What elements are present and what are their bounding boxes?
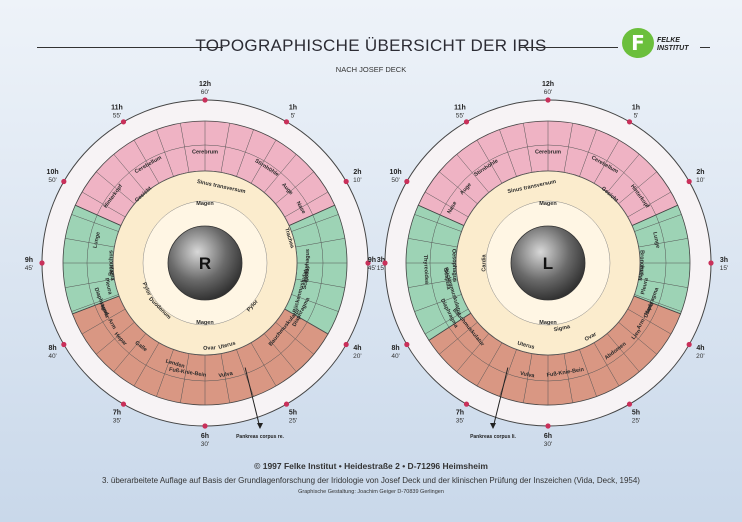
clock-hour-label: 11h bbox=[454, 105, 466, 112]
clock-minute-label: 60' bbox=[201, 89, 209, 96]
clock-minute-label: 25' bbox=[289, 417, 297, 424]
clock-hour-label: 3h bbox=[720, 257, 728, 264]
clock-marker bbox=[344, 342, 349, 347]
clock-marker bbox=[121, 119, 126, 124]
organ-label: Magen bbox=[196, 201, 214, 207]
clock-hour-label: 10h bbox=[47, 169, 59, 176]
clock-minute-label: 5' bbox=[291, 113, 296, 120]
iris-left: L12h60'1h5'2h10'3h15'4h20'5h25'6h30'7h35… bbox=[368, 81, 728, 448]
organ-label: Magen bbox=[539, 201, 557, 207]
clock-hour-label: 10h bbox=[390, 169, 402, 176]
organ-label: Cardia bbox=[482, 254, 488, 272]
clock-marker bbox=[61, 179, 66, 184]
clock-hour-label: 4h bbox=[353, 345, 361, 352]
clock-minute-label: 20' bbox=[696, 353, 704, 360]
clock-hour-label: 1h bbox=[289, 105, 297, 112]
organ-label: Cerebrum bbox=[192, 150, 218, 156]
clock-marker bbox=[344, 179, 349, 184]
footer-copyright: © 1997 Felke Institut • Heidestraße 2 • … bbox=[0, 461, 742, 471]
pupil-label: L bbox=[543, 254, 553, 273]
clock-marker bbox=[202, 97, 207, 102]
clock-marker bbox=[545, 423, 550, 428]
clock-marker bbox=[545, 97, 550, 102]
clock-hour-label: 7h bbox=[113, 409, 121, 416]
clock-minute-label: 45' bbox=[368, 265, 376, 272]
pancreas-annotation: Pankreas corpus li. bbox=[470, 434, 516, 440]
clock-minute-label: 25' bbox=[632, 417, 640, 424]
footer-edition: 3. überarbeitete Auflage auf Basis der G… bbox=[0, 476, 742, 485]
clock-minute-label: 35' bbox=[113, 417, 121, 424]
clock-marker bbox=[404, 342, 409, 347]
clock-marker bbox=[39, 260, 44, 265]
clock-hour-label: 9h bbox=[368, 257, 376, 264]
clock-hour-label: 12h bbox=[542, 81, 554, 88]
clock-marker bbox=[61, 342, 66, 347]
clock-hour-label: 5h bbox=[289, 409, 297, 416]
clock-minute-label: 5' bbox=[634, 113, 639, 120]
clock-hour-label: 12h bbox=[199, 81, 211, 88]
clock-marker bbox=[687, 179, 692, 184]
clock-hour-label: 9h bbox=[25, 257, 33, 264]
clock-hour-label: 1h bbox=[632, 105, 640, 112]
organ-label: Magen bbox=[539, 320, 557, 326]
clock-minute-label: 40' bbox=[391, 353, 399, 360]
clock-minute-label: 15' bbox=[377, 265, 385, 272]
clock-minute-label: 20' bbox=[353, 353, 361, 360]
clock-minute-label: 60' bbox=[544, 89, 552, 96]
clock-minute-label: 55' bbox=[456, 113, 464, 120]
clock-hour-label: 6h bbox=[201, 433, 209, 440]
organ-label: Magen bbox=[196, 320, 214, 326]
pancreas-arrowhead bbox=[257, 423, 263, 429]
clock-marker bbox=[382, 260, 387, 265]
clock-minute-label: 45' bbox=[25, 265, 33, 272]
clock-hour-label: 2h bbox=[353, 169, 361, 176]
clock-hour-label: 8h bbox=[48, 345, 56, 352]
clock-marker bbox=[464, 402, 469, 407]
clock-minute-label: 30' bbox=[201, 441, 209, 448]
footer: © 1997 Felke Institut • Heidestraße 2 • … bbox=[0, 461, 742, 495]
clock-marker bbox=[202, 423, 207, 428]
clock-marker bbox=[687, 342, 692, 347]
clock-minute-label: 35' bbox=[456, 417, 464, 424]
clock-marker bbox=[284, 119, 289, 124]
clock-marker bbox=[708, 260, 713, 265]
clock-minute-label: 40' bbox=[48, 353, 56, 360]
footer-credit: Graphische Gestaltung: Joachim Geiger D-… bbox=[0, 489, 742, 495]
pancreas-arrowhead bbox=[490, 423, 496, 429]
clock-marker bbox=[284, 402, 289, 407]
clock-minute-label: 10' bbox=[353, 177, 361, 184]
clock-hour-label: 6h bbox=[544, 433, 552, 440]
pancreas-annotation: Pankreas corpus re. bbox=[236, 434, 284, 440]
clock-marker bbox=[627, 402, 632, 407]
clock-marker bbox=[121, 402, 126, 407]
clock-marker bbox=[627, 119, 632, 124]
iris-right: R12h60'1h5'2h10'3h15'4h20'5h25'6h30'7h35… bbox=[25, 81, 385, 448]
clock-minute-label: 30' bbox=[544, 441, 552, 448]
clock-hour-label: 4h bbox=[696, 345, 704, 352]
clock-minute-label: 10' bbox=[696, 177, 704, 184]
clock-minute-label: 15' bbox=[720, 265, 728, 272]
clock-marker bbox=[464, 119, 469, 124]
clock-hour-label: 11h bbox=[111, 105, 123, 112]
organ-label: Ovar bbox=[203, 345, 217, 352]
clock-minute-label: 50' bbox=[391, 177, 399, 184]
organ-label: Cerebrum bbox=[535, 150, 561, 156]
clock-minute-label: 50' bbox=[48, 177, 56, 184]
clock-hour-label: 5h bbox=[632, 409, 640, 416]
pupil-label: R bbox=[199, 254, 211, 273]
clock-minute-label: 55' bbox=[113, 113, 121, 120]
clock-marker bbox=[404, 179, 409, 184]
clock-hour-label: 8h bbox=[391, 345, 399, 352]
clock-hour-label: 2h bbox=[696, 169, 704, 176]
clock-hour-label: 7h bbox=[456, 409, 464, 416]
